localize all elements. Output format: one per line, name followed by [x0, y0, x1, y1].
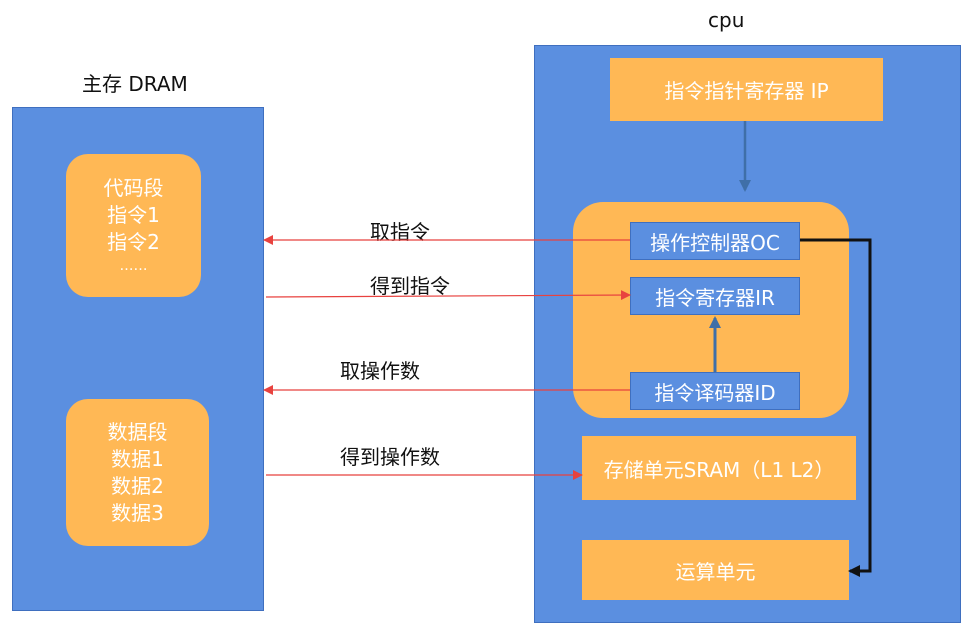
data-segment-item-1: 数据1 — [111, 446, 164, 471]
get-instruction-label: 得到指令 — [370, 274, 450, 298]
alu-box: 运算单元 — [582, 540, 849, 600]
code-segment-ellipsis: …… — [119, 258, 148, 274]
ip-register-box: 指令指针寄存器 IP — [610, 58, 883, 121]
cpu-title: cpu — [708, 8, 745, 32]
data-segment-item-2: 数据2 — [111, 473, 164, 498]
get-instruction-arrow — [265, 290, 631, 301]
instruction-register-box: 指令寄存器IR — [630, 277, 800, 315]
code-segment-instruction-2: 指令2 — [107, 230, 160, 254]
data-segment-box: 数据段 数据1 数据2 数据3 — [66, 399, 209, 546]
data-segment-title: 数据段 — [107, 419, 168, 444]
data-segment-item-3: 数据3 — [111, 500, 164, 525]
fetch-operand-label: 取操作数 — [340, 359, 420, 383]
oc-to-alu-arrow — [800, 238, 872, 577]
memory-title: 主存 DRAM — [82, 72, 188, 96]
get-operand-label: 得到操作数 — [340, 445, 440, 469]
code-segment-box: 代码段 指令1 指令2 …… — [66, 154, 201, 297]
sram-storage-box: 存储单元SRAM（L1 L2） — [582, 436, 856, 500]
operation-controller-box: 操作控制器OC — [630, 222, 800, 260]
code-segment-title: 代码段 — [103, 176, 164, 200]
instruction-decoder-box: 指令译码器ID — [630, 372, 800, 410]
code-segment-instruction-1: 指令1 — [107, 203, 160, 227]
